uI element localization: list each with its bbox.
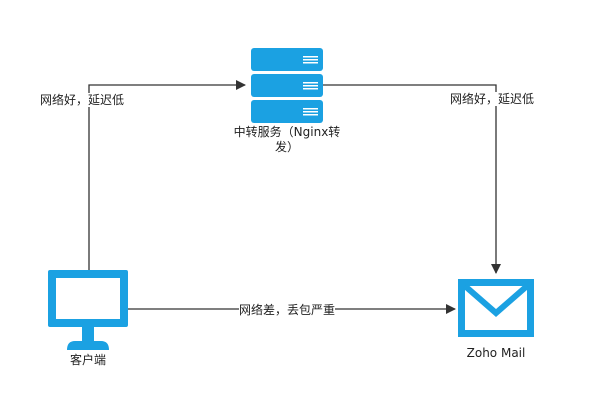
edge-label-server-mail: 网络好，延迟低 — [450, 92, 535, 106]
mail-label: Zoho Mail — [466, 346, 526, 360]
server-label-line1: 中转服务（Nginx转 — [233, 125, 341, 139]
edge-label-client-mail: 网络差，丢包严重 — [239, 303, 336, 317]
server-label-line2: 发） — [274, 140, 299, 154]
client-label: 客户端 — [69, 353, 106, 367]
envelope-icon — [458, 279, 534, 337]
edge-client-to-server — [88, 80, 246, 270]
monitor-icon — [48, 270, 128, 350]
server-stack-icon — [251, 48, 323, 123]
edge-server-to-mail — [323, 84, 501, 274]
server-label: 中转服务（Nginx转 发） — [215, 125, 359, 155]
edge-label-client-server: 网络好，延迟低 — [40, 93, 125, 107]
